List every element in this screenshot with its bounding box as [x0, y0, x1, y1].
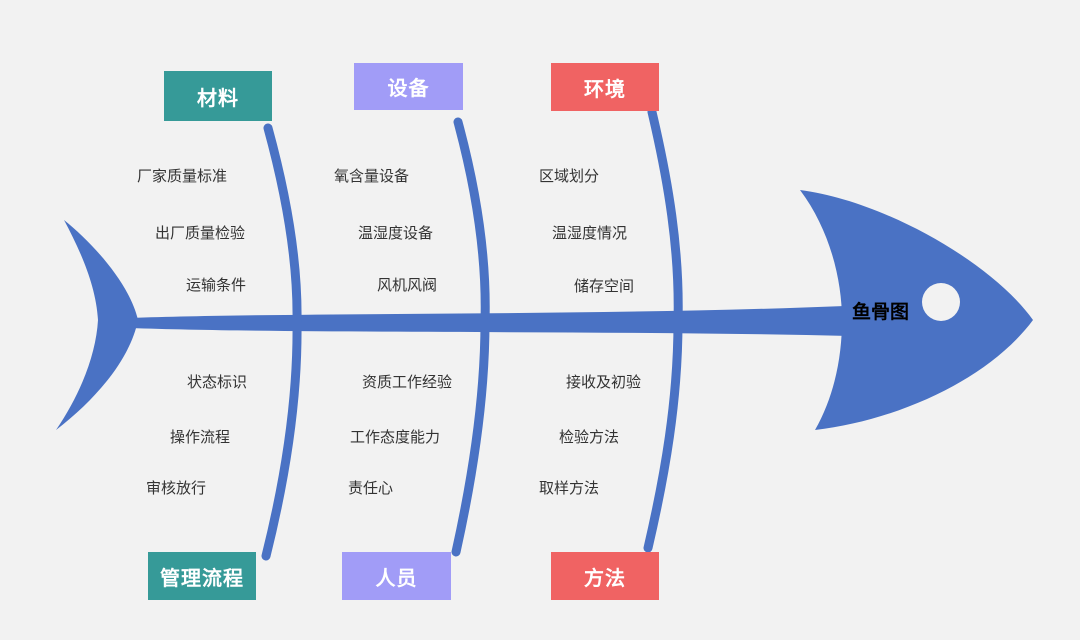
fish-head [800, 190, 1033, 430]
cause-method-1: 接收及初验 [566, 373, 642, 391]
category-method: 方法 [551, 552, 659, 600]
cause-method-2: 检验方法 [559, 428, 620, 446]
cause-equipment-2: 温湿度设备 [358, 224, 434, 242]
bone-method [643, 317, 683, 553]
head-label: 鱼骨图 [852, 301, 910, 323]
cause-people-1: 资质工作经验 [362, 373, 453, 391]
cause-environment-1: 区域划分 [539, 167, 600, 185]
cause-process-2: 操作流程 [170, 428, 231, 446]
cause-people-2: 工作态度能力 [350, 428, 441, 446]
category-people: 人员 [342, 552, 451, 600]
cause-equipment-1: 氧含量设备 [334, 167, 410, 185]
fish-spine [130, 306, 850, 336]
category-equipment: 设备 [354, 63, 463, 110]
cause-equipment-3: 风机风阀 [377, 276, 438, 294]
cause-environment-3: 储存空间 [574, 277, 635, 295]
bone-environment [647, 107, 683, 327]
cause-materials-1: 厂家质量标准 [137, 167, 228, 185]
fish-tail [56, 220, 138, 430]
bone-process [261, 317, 302, 561]
cause-people-3: 责任心 [348, 479, 394, 497]
cause-environment-2: 温湿度情况 [552, 224, 628, 242]
bone-materials [263, 123, 302, 327]
cause-materials-3: 运输条件 [186, 276, 247, 294]
cause-process-1: 状态标识 [187, 373, 248, 391]
category-process: 管理流程 [148, 552, 256, 600]
category-materials: 材料 [164, 71, 272, 121]
cause-process-3: 审核放行 [146, 479, 207, 497]
cause-method-3: 取样方法 [539, 479, 600, 497]
category-environment: 环境 [551, 63, 659, 111]
fish-eye [922, 283, 960, 321]
cause-materials-2: 出厂质量检验 [155, 224, 246, 242]
bone-equipment [453, 117, 490, 327]
bone-people [451, 317, 490, 557]
